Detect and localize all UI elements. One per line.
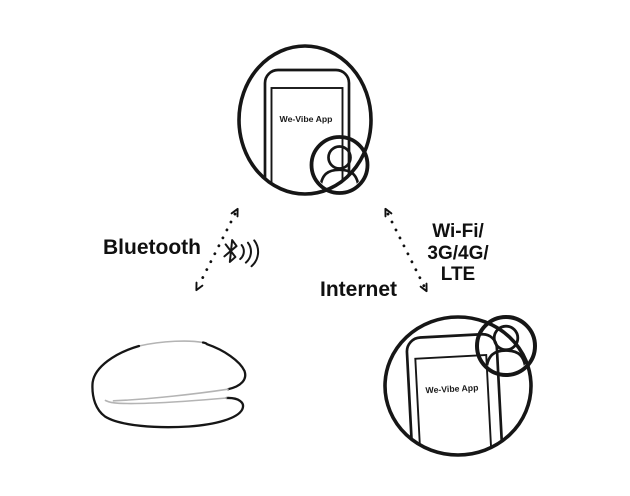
device-outer-outline — [91, 344, 245, 429]
internet-connection-arrow — [384, 207, 428, 293]
device-inner-crease — [112, 388, 229, 402]
partner-phone-app-label: We-Vibe App — [425, 383, 478, 396]
top-phone-body — [263, 68, 351, 193]
person-shoulders — [318, 168, 361, 191]
device-top-edge — [138, 340, 204, 347]
top-phone-screen — [270, 87, 344, 193]
person-badge-circle — [475, 315, 537, 377]
top-circle-outline — [237, 44, 373, 196]
partner-circle-outline — [383, 315, 533, 457]
person-head — [327, 145, 352, 170]
wifi-label-line2: 3G/4G/ — [427, 243, 489, 264]
device-right-outline — [201, 341, 247, 391]
person-head — [492, 324, 520, 352]
wifi-label-line3: LTE — [441, 264, 475, 285]
signal-waves-icon — [239, 239, 260, 268]
person-icon — [309, 135, 370, 195]
wifi-label-line1: Wi-Fi/ — [432, 221, 484, 242]
top-phone-app-label: We-Vibe App — [280, 114, 333, 124]
partner-smartphone: We-Vibe App — [383, 315, 537, 457]
person-badge-circle — [309, 135, 370, 195]
partner-phone-body — [405, 332, 505, 454]
partner-phone-screen — [414, 354, 495, 454]
bluetooth-icon — [223, 239, 238, 263]
internet-label: Internet — [320, 278, 397, 301]
person-shoulders — [484, 349, 528, 373]
person-icon — [475, 315, 537, 377]
top-smartphone: We-Vibe App — [237, 44, 373, 196]
wevibe-device — [91, 340, 247, 429]
wifi-label: Wi-Fi/ 3G/4G/ LTE — [427, 221, 489, 285]
device-lower-arm-edge — [104, 397, 228, 405]
bluetooth-label: Bluetooth — [103, 236, 201, 259]
